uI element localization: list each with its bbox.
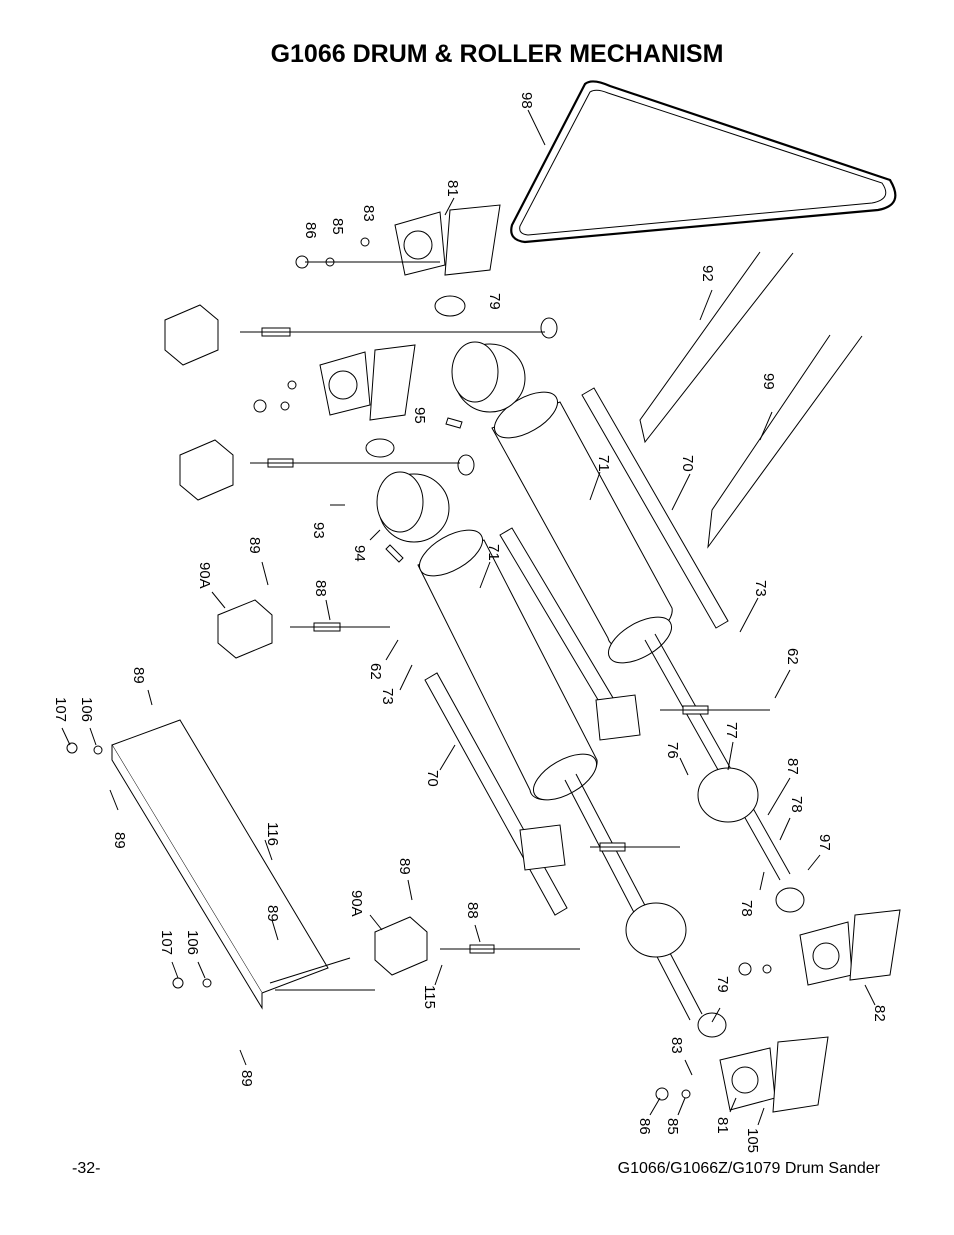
callout-86-b: 86 xyxy=(636,1118,653,1135)
callout-78-a: 78 xyxy=(788,796,805,813)
lower-pulley-plates xyxy=(519,694,805,1038)
callout-81: 81 xyxy=(444,180,461,197)
callout-89-e: 89 xyxy=(396,858,413,875)
callout-78-b: 78 xyxy=(738,900,755,917)
callout-71-lower: 71 xyxy=(485,544,502,561)
callout-89-a: 89 xyxy=(246,537,263,554)
callout-62-b: 62 xyxy=(367,663,384,680)
callout-81-b: 81 xyxy=(714,1117,731,1134)
callout-62-a: 62 xyxy=(784,648,801,665)
callout-79-b: 79 xyxy=(714,976,731,993)
callout-labels: 98 81 83 85 86 79 92 99 95 71 70 93 94 7… xyxy=(52,92,888,1153)
callout-97: 97 xyxy=(816,834,833,851)
callout-85: 85 xyxy=(329,218,346,235)
callout-70-lower: 70 xyxy=(424,770,441,787)
callout-106-b: 106 xyxy=(184,930,201,955)
callout-116: 116 xyxy=(264,822,281,846)
callout-88-a: 88 xyxy=(312,580,329,597)
callout-99: 99 xyxy=(760,373,777,390)
callout-106-a: 106 xyxy=(78,697,95,722)
callout-98: 98 xyxy=(518,92,535,109)
page-number: -32- xyxy=(72,1160,101,1177)
callout-89-f: 89 xyxy=(238,1070,255,1087)
callout-79: 79 xyxy=(486,293,503,310)
callout-89-b: 89 xyxy=(130,667,147,684)
footer-model-name: G1066/G1066Z/G1079 Drum Sander xyxy=(617,1160,880,1177)
callout-71: 71 xyxy=(595,455,612,472)
sandpaper-strips xyxy=(639,251,863,549)
callout-77: 77 xyxy=(723,722,740,739)
page-title: G1066 DRUM & ROLLER MECHANISM xyxy=(270,40,724,68)
callout-93: 93 xyxy=(310,522,327,539)
upper-bearing-bracket xyxy=(295,204,501,317)
callout-82: 82 xyxy=(871,1005,888,1022)
lower-drum xyxy=(417,529,703,1021)
callout-76: 76 xyxy=(664,742,681,759)
callout-89-d: 89 xyxy=(264,905,281,922)
tension-blocks xyxy=(164,304,770,976)
callout-90A-b: 90A xyxy=(348,890,365,917)
callout-105: 105 xyxy=(744,1128,761,1153)
callout-86: 86 xyxy=(302,222,319,239)
callout-107-a: 107 xyxy=(52,697,69,722)
lower-bearing-brackets xyxy=(655,909,901,1113)
pulleys xyxy=(376,341,526,543)
callout-83-b: 83 xyxy=(668,1037,685,1054)
callout-95: 95 xyxy=(411,407,428,424)
callout-85-b: 85 xyxy=(664,1118,681,1135)
dust-plate xyxy=(66,719,375,1010)
callout-87: 87 xyxy=(784,758,801,775)
callout-88-b: 88 xyxy=(464,902,481,919)
upper-drum xyxy=(491,391,791,881)
callout-115: 115 xyxy=(421,985,438,1009)
callout-92: 92 xyxy=(699,265,716,282)
callout-94: 94 xyxy=(351,545,368,562)
callout-83: 83 xyxy=(360,205,377,222)
callout-107-b: 107 xyxy=(158,930,175,955)
callout-73-a: 73 xyxy=(752,580,769,597)
callout-70: 70 xyxy=(679,455,696,472)
belt-98 xyxy=(510,80,897,244)
callout-73-b: 73 xyxy=(379,688,396,705)
middle-bearing-bracket xyxy=(253,317,558,563)
callout-90A-a: 90A xyxy=(196,562,213,589)
callout-89-c: 89 xyxy=(111,832,128,849)
